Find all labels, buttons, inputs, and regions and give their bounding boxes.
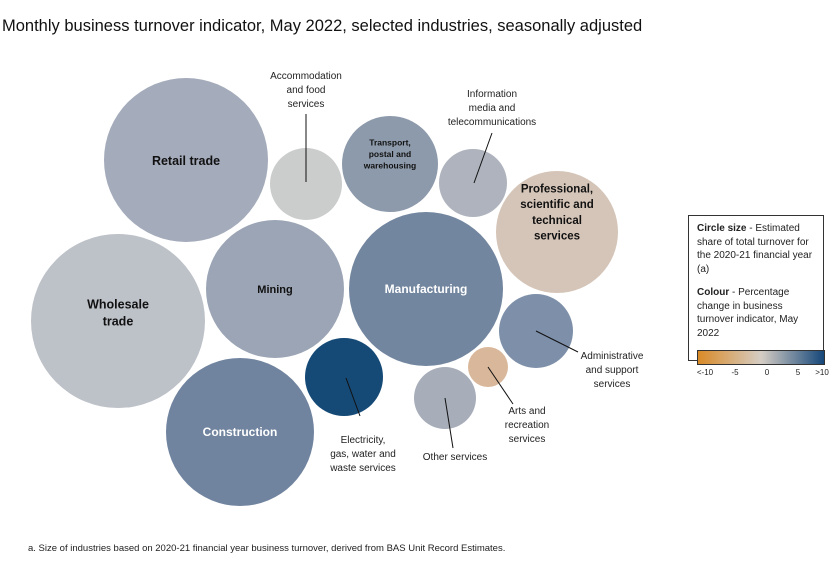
bubble-administrative: Administrative and support services [499,294,644,390]
bubble-label-information: telecommunications [448,117,536,128]
bubble-label-professional: services [534,230,580,242]
footnote: a. Size of industries based on 2020-21 f… [28,543,506,554]
bubble-label-electricity: waste services [329,463,396,474]
bubble-label-professional: Professional, [521,184,593,196]
legend-tick-label: 0 [764,368,770,377]
bubble-arts: Arts and recreation services [468,347,549,445]
bubble-mining: Mining [206,220,344,358]
bubble-label-construction: Construction [203,425,278,439]
legend-colour-gradient [697,350,825,365]
bubble-label-accommodation: and food [287,85,326,96]
bubble-label-manufacturing: Manufacturing [385,282,468,296]
bubble-circle-wholesale [31,234,205,408]
bubble-label-wholesale: trade [103,314,134,328]
bubble-circle-manufacturing [349,212,503,366]
callout-line-administrative [535,330,579,353]
bubble-label-accommodation: services [288,99,325,110]
bubble-circle-professional [496,171,618,293]
bubble-label-transport: Transport, [369,138,411,148]
bubble-label-electricity: gas, water and [330,449,396,460]
legend-size-heading: Circle size [697,223,747,234]
bubble-label-mining: Mining [257,284,292,296]
legend-colour-text: Colour - Percentage change in business t… [697,286,818,340]
bubble-circle-transport [342,116,438,212]
legend-tick-labels: <-10 -5 0 5 >10 [696,365,829,377]
bubble-label-electricity: Electricity, [341,435,386,446]
legend-tick-label: -5 [731,368,739,377]
bubble-electricity: Electricity, gas, water and waste services [305,338,396,474]
bubble-circle-information [439,149,507,217]
callout-line-information [473,132,493,184]
chart-title: Monthly business turnover indicator, May… [2,17,643,35]
bubble-retail: Retail trade [104,78,268,242]
bubble-label-wholesale: Wholesale [87,298,149,312]
bubble-label-retail: Retail trade [152,154,220,168]
bubble-label-information: Information [467,89,517,100]
bubble-circle-mining [206,220,344,358]
bubble-construction: Construction [166,358,314,506]
bubble-other: Other services [414,367,487,463]
legend-colour-heading: Colour [697,287,730,298]
bubble-circle-construction [166,358,314,506]
bubble-manufacturing: Manufacturing [349,212,503,366]
bubble-accommodation: Accommodation and food services [270,71,342,220]
bubble-label-accommodation: Accommodation [270,71,342,82]
bubble-wholesale: Wholesale trade [31,234,205,408]
bubble-label-professional: technical [532,215,582,227]
bubble-label-arts: services [509,434,546,445]
callout-line-electricity [345,377,361,417]
bubble-label-administrative: services [594,379,631,390]
legend-tick-label: >10 [815,368,829,377]
legend-tick-label: 5 [795,368,801,377]
bubble-label-transport: warehousing [363,160,416,170]
legend: Circle size - Estimated share of total t… [688,215,829,377]
bubble-label-other: Other services [423,452,487,463]
legend-size-text: Circle size - Estimated share of total t… [697,222,818,276]
bubble-label-information: media and [469,103,516,114]
bubble-label-arts: Arts and [508,406,545,417]
bubble-professional: Professional, scientific and technical serv… [496,171,618,293]
bubble-information: Information media and telecommunications [439,89,536,217]
callout-line-arts [487,366,514,405]
legend-colour-description: - Percentage change in business turnover… [697,287,799,339]
bubble-circle-accommodation [270,148,342,220]
bubble-label-administrative: and support [586,365,639,376]
bubble-circle-electricity [305,338,383,416]
callout-line-other [444,397,454,449]
bubble-label-arts: recreation [505,420,549,431]
bubble-circle-retail [104,78,268,242]
bubble-label-transport: postal and [369,149,412,159]
bubble-label-administrative: Administrative [581,351,644,362]
bubble-label-professional: scientific and [520,199,594,211]
legend-size-description: - Estimated share of total turnover for … [697,223,813,275]
legend-tick-label: <-10 [696,368,714,377]
